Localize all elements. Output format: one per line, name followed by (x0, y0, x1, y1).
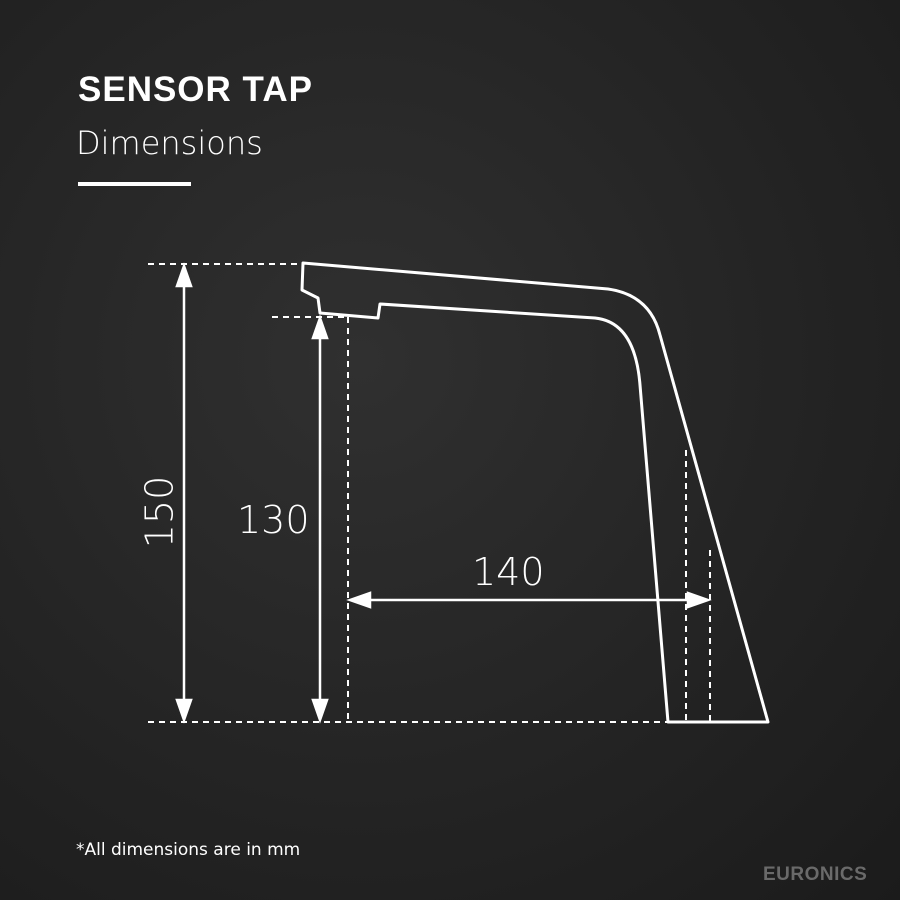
dimension-arrows (175, 262, 712, 724)
units-footnote: *All dimensions are in mm (76, 840, 301, 860)
page-subtitle: Dimensions (76, 124, 263, 162)
dimension-label-total-height: 150 (137, 475, 182, 549)
extension-lines (148, 263, 711, 723)
tap-outline (300, 261, 770, 724)
brand-logo: EURONICS (763, 864, 868, 885)
dimension-label-reach: 140 (472, 550, 545, 594)
title-underline (78, 182, 191, 186)
dimension-label-spout-height: 130 (237, 498, 310, 542)
page-title: SENSOR TAP (78, 70, 313, 109)
